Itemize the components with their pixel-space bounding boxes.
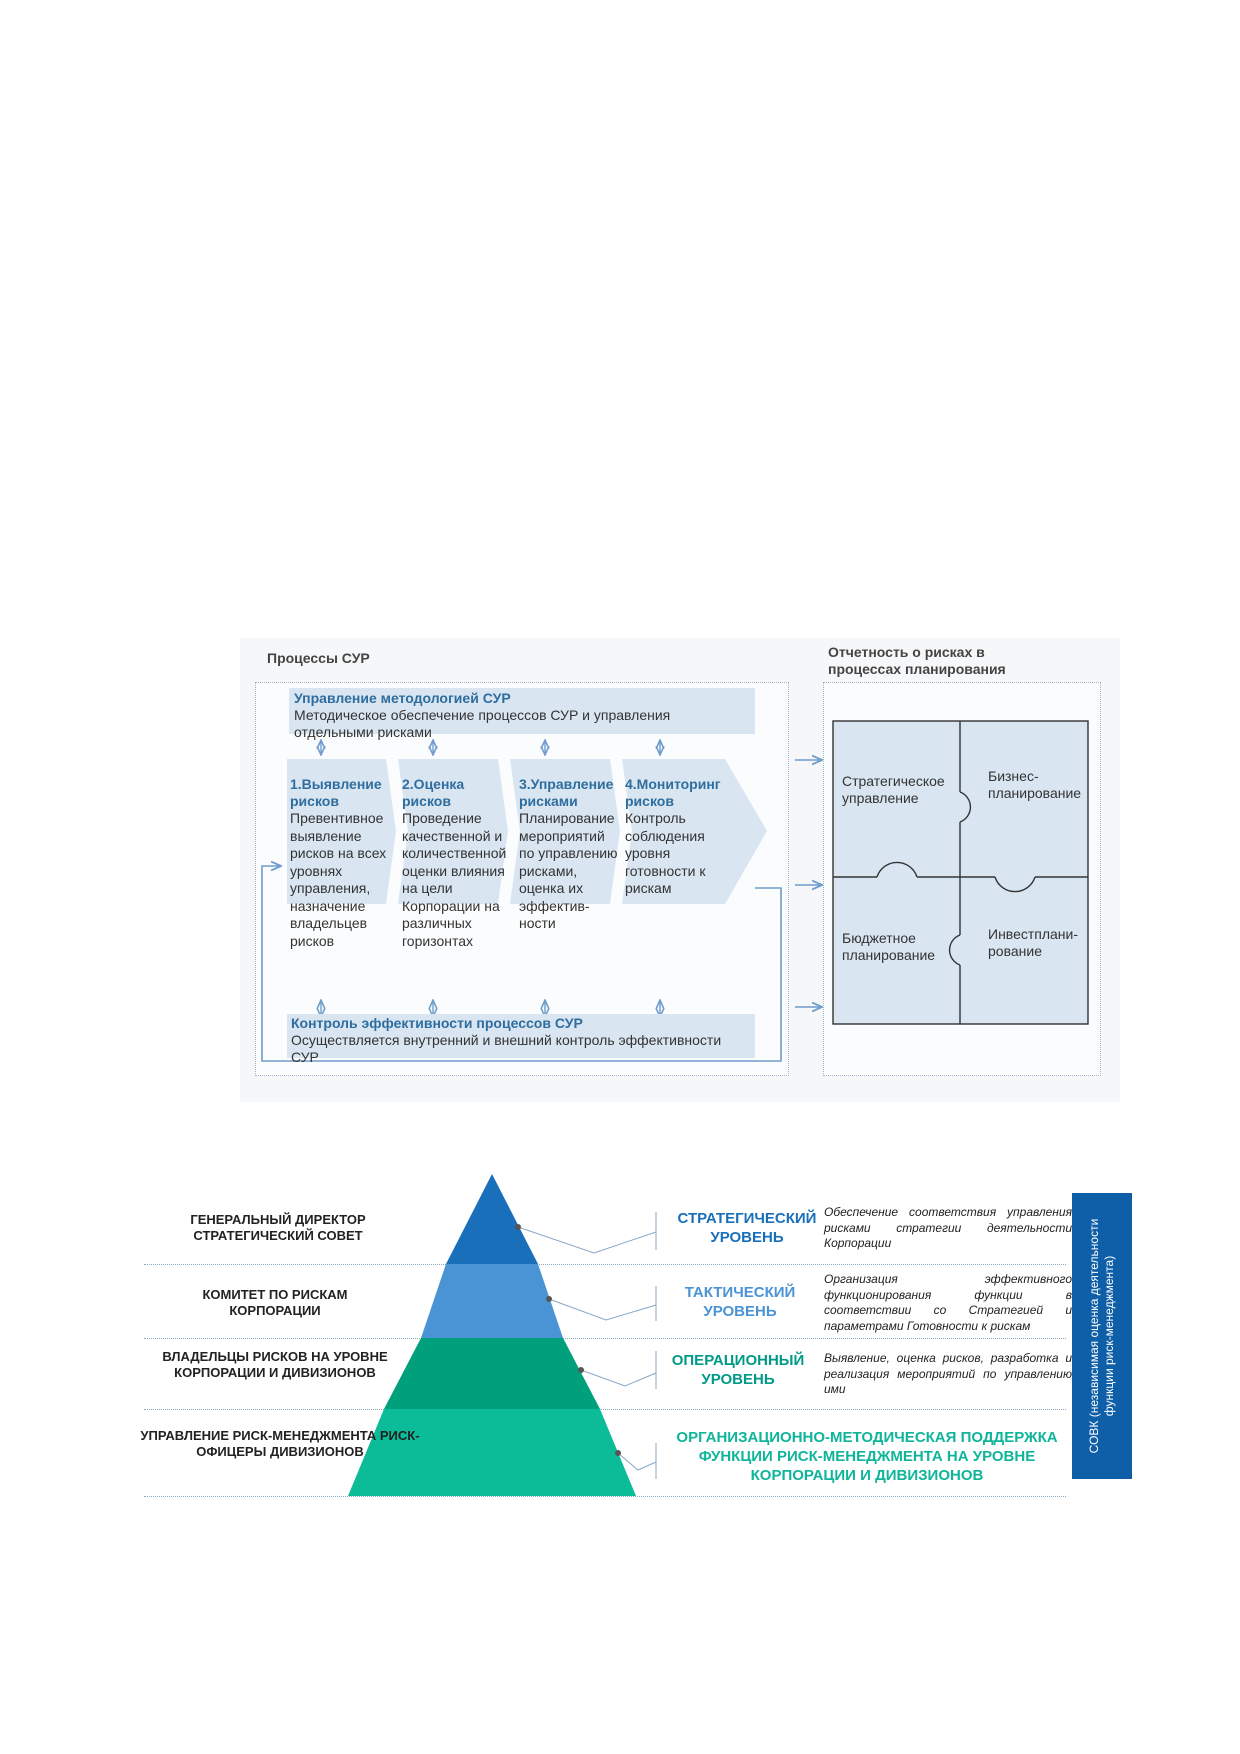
reporting-title: Отчетность о рисках в процессах планиров…: [828, 644, 1006, 677]
methodology-title: Управление методологией СУР: [294, 690, 511, 706]
description-strategic: Обеспечение соответствия управления риск…: [824, 1205, 1072, 1250]
separator-2: [144, 1338, 1066, 1339]
pyramid-level-support: [348, 1409, 636, 1496]
step-1-title: 1.Выявление рисков: [290, 776, 382, 809]
step-1: 1.Выявление рисков Превентивное выявлени…: [290, 776, 390, 950]
puzzle-investment: Инвестплани-рование: [988, 926, 1079, 959]
control-band: Контроль эффективности процессов СУР Осу…: [287, 1014, 755, 1065]
step-4-title: 4.Мониторинг рисков: [625, 776, 721, 809]
step-1-shape: [287, 759, 396, 904]
process-connectors: [261, 638, 1120, 1062]
step-4-text: Контроль соблюдения уровня готовности к …: [625, 810, 706, 896]
step-3: 3.Управление рисками Планирование меропр…: [519, 776, 623, 933]
feedback-loop: [261, 866, 782, 1062]
control-text: Осуществляется внутренний и внешний конт…: [291, 1032, 722, 1065]
level-title-strategic: СТРАТЕГИЧЕСКИЙ УРОВЕНЬ: [677, 1210, 817, 1246]
pyramid-level-strategic: [446, 1174, 538, 1264]
step-2-shape: [398, 759, 508, 904]
control-title: Контроль эффективности процессов СУР: [291, 1015, 583, 1031]
pyramid-level-tactical: [421, 1264, 563, 1338]
step-2: 2.Оценка рисков Проведение качественной …: [402, 776, 512, 950]
level-title-operational: ОПЕРАЦИОННЫЙ УРОВЕНЬ: [671, 1352, 805, 1388]
level-title-tactical: ТАКТИЧЕСКИЙ УРОВЕНЬ: [684, 1284, 796, 1320]
step-4-shape: [622, 759, 767, 904]
step-2-title: 2.Оценка рисков: [402, 776, 465, 809]
description-tactical: Организация эффективного функционировани…: [824, 1272, 1072, 1333]
separator-1: [144, 1264, 1066, 1265]
step-1-text: Превентивное выявление рисков на всех ур…: [290, 810, 387, 949]
leader-dots: [515, 1224, 621, 1456]
pyramid-level-operational: [384, 1338, 600, 1409]
left-label-tactical: КОМИТЕТ ПО РИСКАМ КОРПОРАЦИИ: [202, 1287, 348, 1318]
step-2-text: Проведение качественной и количественной…: [402, 810, 507, 949]
methodology-text: Методическое обеспечение процессов СУР и…: [294, 707, 671, 740]
puzzle-budget: Бюджетное планирование: [842, 930, 936, 963]
separator-3: [144, 1409, 1066, 1410]
sovk-bar: СОВК (независимая оценка деятельности фу…: [1072, 1193, 1132, 1479]
left-label-operational: ВЛАДЕЛЬЦЫ РИСКОВ НА УРОВНЕ КОРПОРАЦИИ И …: [162, 1349, 388, 1380]
separator-4: [144, 1496, 1066, 1497]
double-arrows: [321, 741, 660, 1016]
left-label-support: УПРАВЛЕНИЕ РИСК-МЕНЕДЖМЕНТА РИСК-ОФИЦЕРЫ…: [140, 1428, 420, 1459]
left-label-strategic: ГЕНЕРАЛЬНЫЙ ДИРЕКТОР СТРАТЕГИЧЕСКИЙ СОВЕ…: [190, 1212, 366, 1243]
level-title-support: ОРГАНИЗАЦИОННО-МЕТОДИЧЕСКАЯ ПОДДЕРЖКА ФУ…: [676, 1429, 1058, 1484]
methodology-band: Управление методологией СУР Методическое…: [289, 688, 755, 740]
reporting-arrows: [795, 760, 821, 1007]
sovk-label: СОВК (независимая оценка деятельности фу…: [1087, 1218, 1116, 1454]
step-4: 4.Мониторинг рисков Контроль соблюдения …: [625, 776, 729, 898]
puzzle-strategic: Стратегическое управление: [842, 773, 945, 806]
processes-title: Процессы СУР: [267, 650, 370, 666]
puzzle-business: Бизнес-планирование: [988, 768, 1082, 801]
leader-lines: [517, 1212, 657, 1479]
step-3-text: Планирование мероприятий по управлению р…: [519, 810, 618, 931]
planning-puzzle: [832, 720, 1089, 1025]
step-3-title: 3.Управление рисками: [519, 776, 614, 809]
step-3-shape: [510, 759, 620, 904]
description-operational: Выявление, оценка рисков, разработка и р…: [824, 1351, 1072, 1396]
process-diagram: Процессы СУР Отчетность о рисках в проце…: [240, 638, 1120, 1102]
